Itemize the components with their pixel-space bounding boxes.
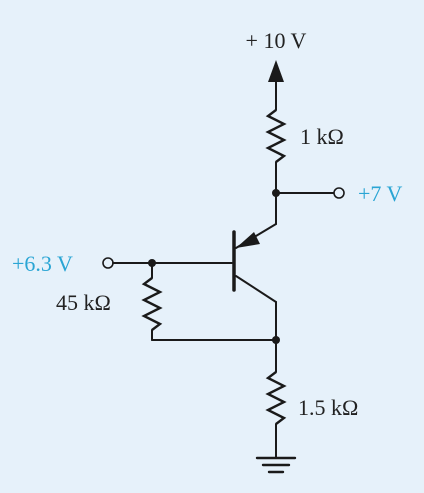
transistor-emitter-lead — [235, 275, 277, 303]
supply-voltage-label: + 10 V — [246, 28, 307, 53]
emitter-resistor — [265, 371, 287, 425]
base-resistor — [141, 277, 163, 331]
ground-icon — [255, 456, 297, 474]
supply-arrow-icon — [268, 60, 284, 82]
collector-resistor-label: 1 kΩ — [300, 124, 344, 149]
emitter-resistor-label: 1.5 kΩ — [298, 395, 358, 420]
collector-output-voltage-label: +7 V — [358, 181, 403, 206]
base-resistor-label: 45 kΩ — [56, 290, 111, 315]
base-input-terminal — [102, 257, 114, 269]
transistor-emitter-arrow-icon — [236, 232, 260, 248]
base-input-voltage-label: +6.3 V — [12, 251, 73, 276]
collector-output-terminal — [333, 187, 345, 199]
collector-resistor — [265, 109, 287, 163]
emitter-junction-node — [272, 336, 280, 344]
